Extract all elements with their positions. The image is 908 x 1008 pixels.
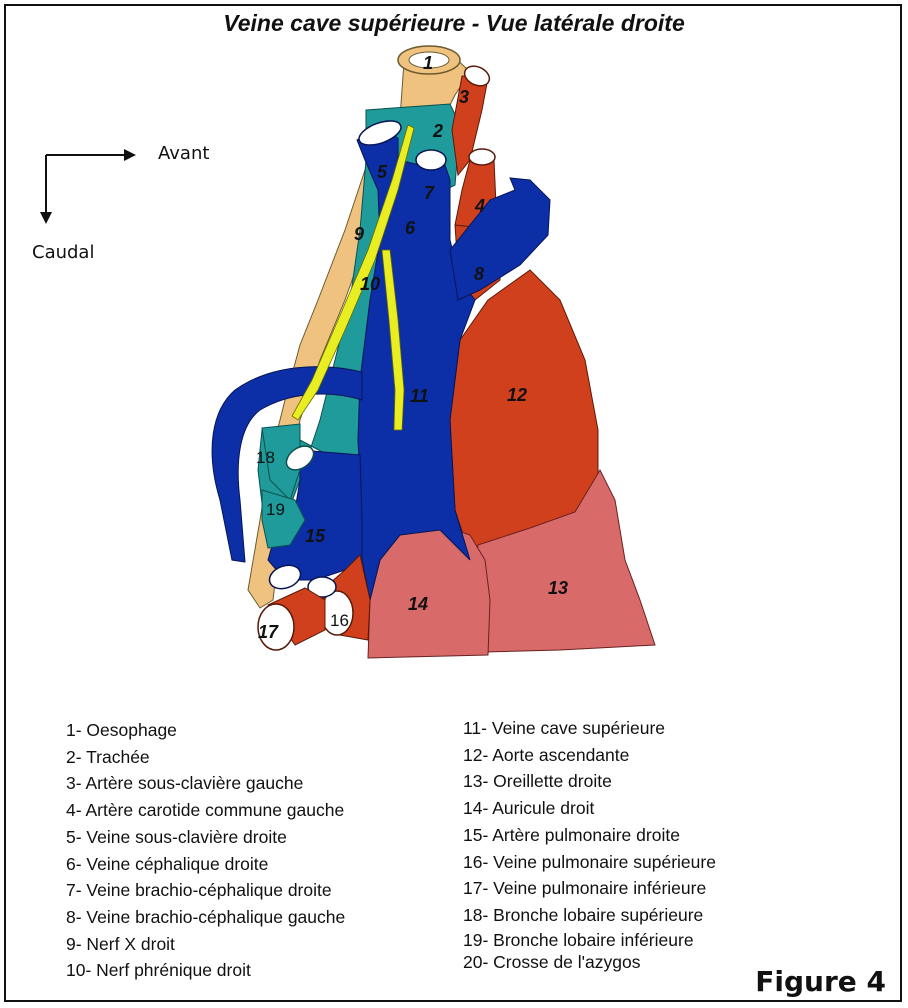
legend-item: 10- Nerf phrénique droit	[66, 957, 345, 984]
legend-item: 16- Veine pulmonaire supérieure	[463, 849, 716, 876]
legend-item: 3- Artère sous-clavière gauche	[66, 770, 345, 797]
legend-item: 1- Oesophage	[66, 717, 345, 744]
number-label-9: 9	[354, 224, 364, 244]
legend-item: 2- Trachée	[66, 744, 345, 771]
number-label-15: 15	[305, 526, 326, 546]
number-label-16: 16	[330, 611, 349, 630]
legend-item: 20- Crosse de l'azygos	[463, 951, 716, 973]
legend-item: 13- Oreillette droite	[463, 768, 716, 795]
orientation-arrows	[40, 149, 136, 224]
number-label-12: 12	[507, 385, 527, 405]
figure-number-label: Figure 4	[755, 965, 886, 998]
legend-item: 14- Auricule droit	[463, 795, 716, 822]
legend-item: 11- Veine cave supérieure	[463, 715, 716, 742]
legend-right-column: 11- Veine cave supérieure 12- Aorte asce…	[463, 715, 716, 973]
number-label-11: 11	[410, 386, 429, 406]
legend-item: 19- Bronche lobaire inférieure	[463, 929, 716, 951]
legend-item: 5- Veine sous-clavière droite	[66, 824, 345, 851]
legend-left-column: 1- Oesophage 2- Trachée 3- Artère sous-c…	[66, 717, 345, 984]
number-label-8: 8	[474, 264, 484, 284]
number-label-19: 19	[266, 500, 285, 519]
number-label-13: 13	[548, 578, 568, 598]
number-label-4: 4	[474, 196, 485, 216]
number-label-17: 17	[258, 622, 279, 642]
number-label-5: 5	[377, 162, 388, 182]
legend-item: 4- Artère carotide commune gauche	[66, 797, 345, 824]
number-label-3: 3	[459, 87, 469, 107]
legend-item: 18- Bronche lobaire supérieure	[463, 902, 716, 929]
number-label-1: 1	[423, 53, 433, 73]
legend-item: 7- Veine brachio-céphalique droite	[66, 877, 345, 904]
number-label-6: 6	[405, 218, 416, 238]
number-label-18: 18	[256, 448, 275, 467]
legend-item: 6- Veine céphalique droite	[66, 851, 345, 878]
legend-item: 15- Artère pulmonaire droite	[463, 822, 716, 849]
number-label-2: 2	[432, 121, 443, 141]
number-label-7: 7	[424, 183, 435, 203]
legend-item: 17- Veine pulmonaire inférieure	[463, 875, 716, 902]
legend-item: 12- Aorte ascendante	[463, 742, 716, 769]
number-label-14: 14	[408, 594, 428, 614]
number-label-10: 10	[360, 274, 380, 294]
legend-item: 8- Veine brachio-céphalique gauche	[66, 904, 345, 931]
legend-item: 9- Nerf X droit	[66, 931, 345, 958]
